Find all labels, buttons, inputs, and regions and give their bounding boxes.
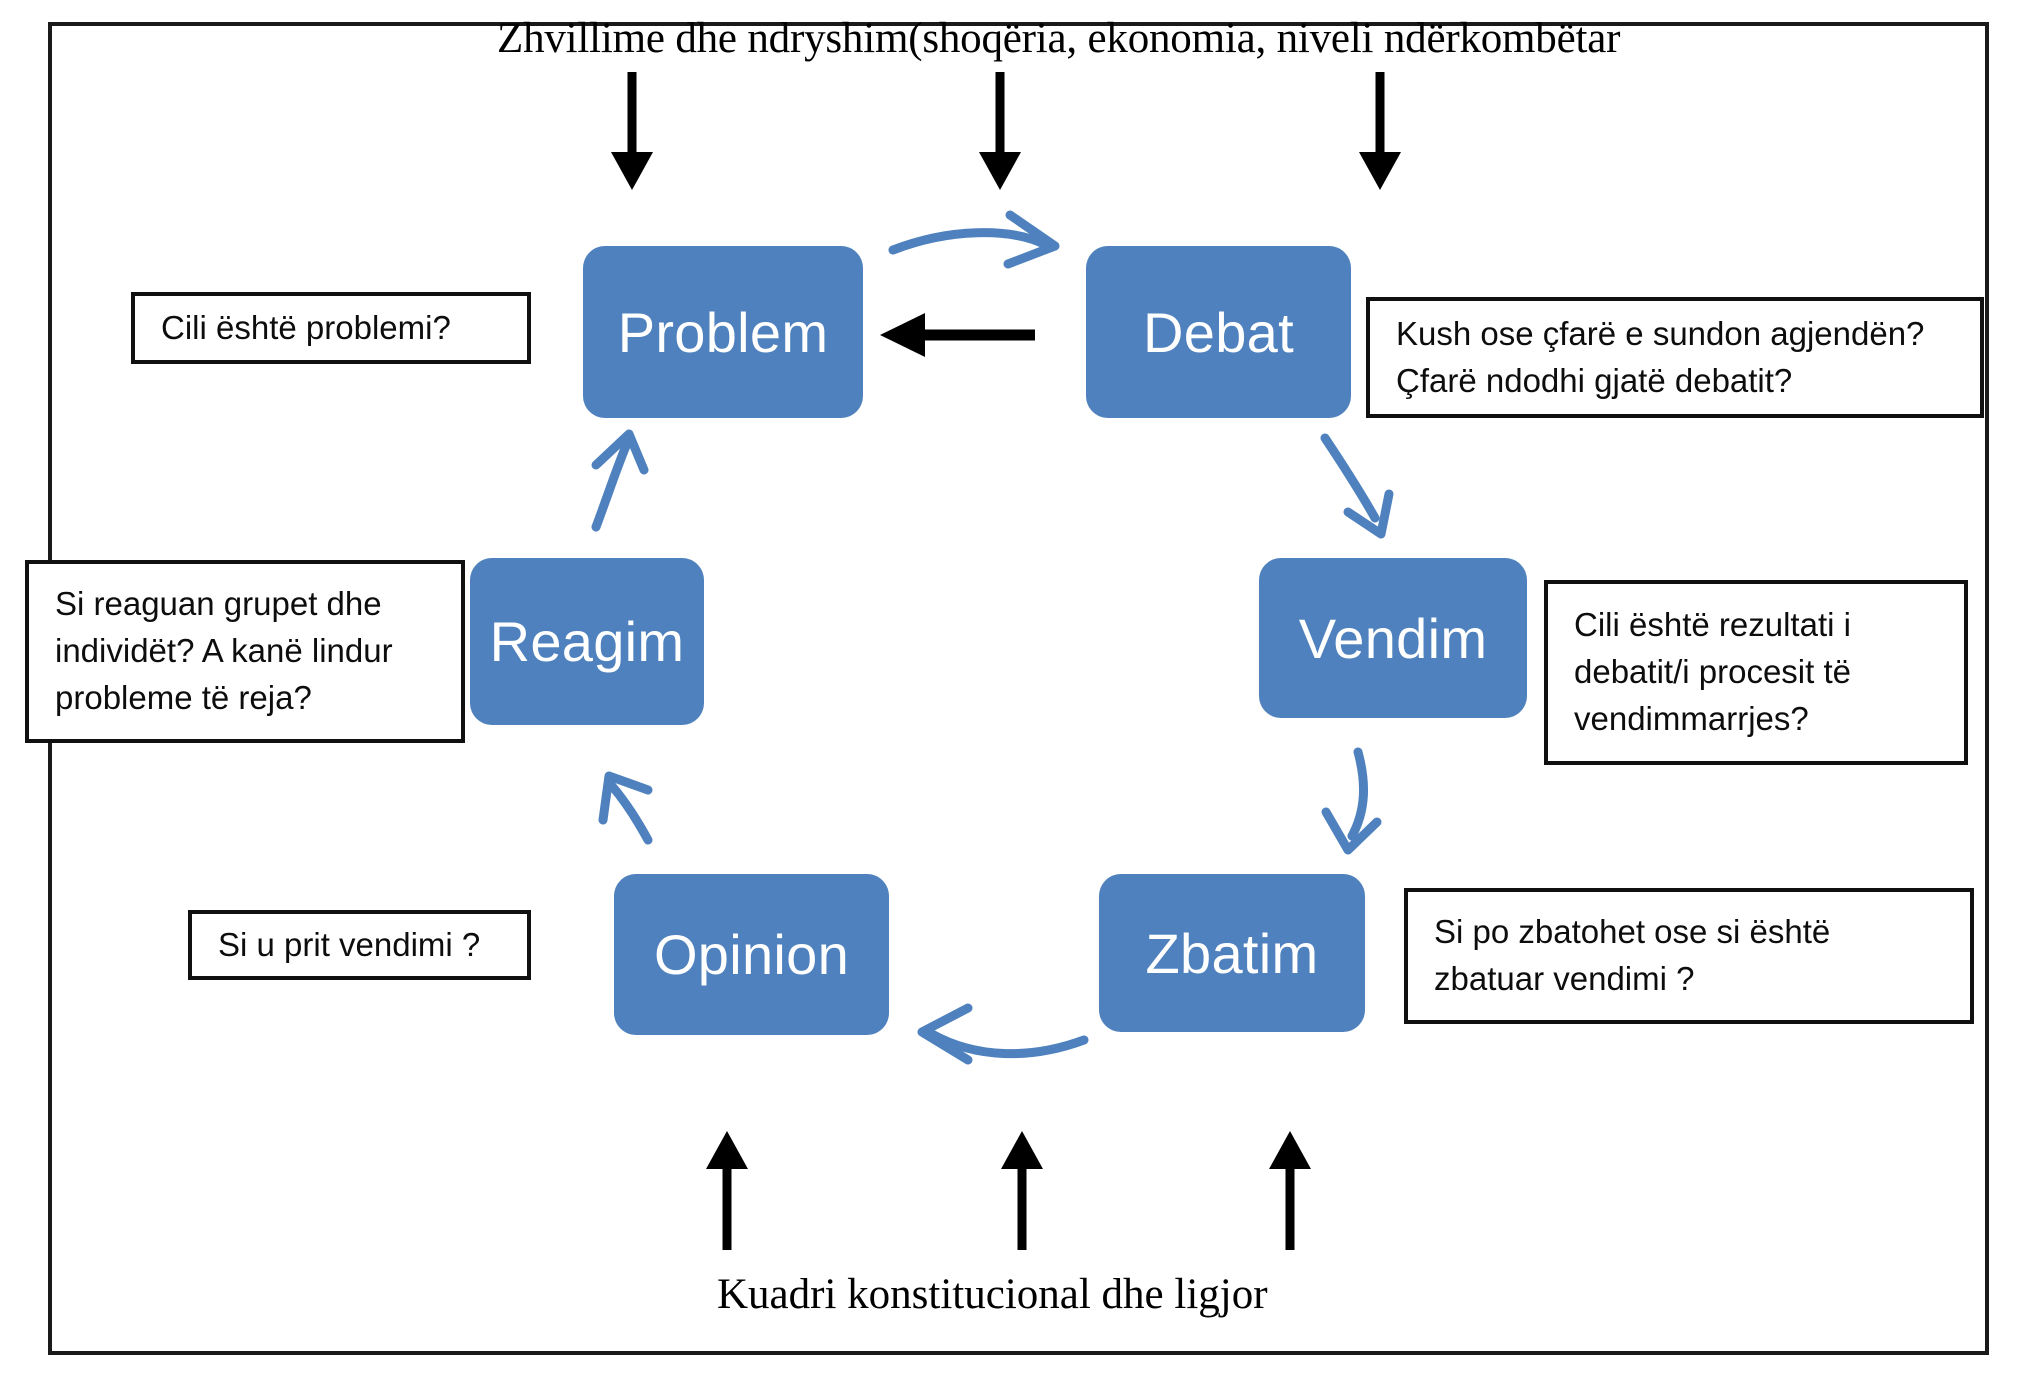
callout-reagim-line-1: Si reaguan grupet dhe (55, 585, 382, 623)
node-reagim-label: Reagim (489, 610, 685, 673)
node-opinion[interactable]: Opinion (614, 874, 889, 1035)
diagram-top-title: Zhvillime dhe ndryshim(shoqëria, ekonomi… (497, 15, 1621, 62)
node-debat-label: Debat (1143, 300, 1294, 364)
node-zbatim[interactable]: Zbatim (1099, 874, 1365, 1032)
callout-debat-line-2: Çfarë ndodhi gjatë debatit? (1396, 361, 1793, 399)
callout-debat-line-1: Kush ose çfarë e sundon agjendën? (1396, 314, 1925, 352)
callout-opinion-line-1: Si u prit vendimi ? (218, 925, 481, 963)
callout-vendim: Cili është rezultati i debatit/i procesi… (1544, 580, 1968, 765)
node-zbatim-label: Zbatim (1145, 921, 1319, 985)
callout-reagim-line-2: individët? A kanë lindur (55, 632, 393, 670)
node-vendim-label: Vendim (1298, 606, 1488, 670)
callout-reagim-line-3: probleme të reja? (55, 678, 312, 716)
callout-reagim: Si reaguan grupet dhe individët? A kanë … (25, 560, 465, 743)
callout-zbatim-line-2: zbatuar vendimi ? (1434, 960, 1695, 997)
callout-vendim-line-2: debatit/i procesit të (1574, 653, 1851, 691)
node-debat[interactable]: Debat (1086, 246, 1351, 418)
node-reagim[interactable]: Reagim (470, 558, 704, 725)
node-opinion-label: Opinion (653, 923, 850, 986)
callout-opinion: Si u prit vendimi ? (188, 910, 531, 980)
callout-vendim-line-1: Cili është rezultati i (1574, 606, 1851, 644)
callout-debat: Kush ose çfarë e sundon agjendën? Çfarë … (1366, 297, 1984, 418)
node-vendim[interactable]: Vendim (1259, 558, 1527, 718)
diagram-bottom-title: Kuadri konstitucional dhe ligjor (717, 1271, 1268, 1318)
node-problem-label: Problem (617, 300, 829, 364)
callout-zbatim-line-1: Si po zbatohet ose si është (1434, 913, 1831, 951)
node-problem[interactable]: Problem (583, 246, 863, 418)
callout-vendim-line-3: vendimmarrjes? (1574, 699, 1809, 737)
callout-problem-line-1: Cili është problemi? (161, 308, 451, 346)
callout-problem: Cili është problemi? (131, 292, 531, 364)
callout-zbatim: Si po zbatohet ose si është zbatuar vend… (1404, 888, 1974, 1024)
